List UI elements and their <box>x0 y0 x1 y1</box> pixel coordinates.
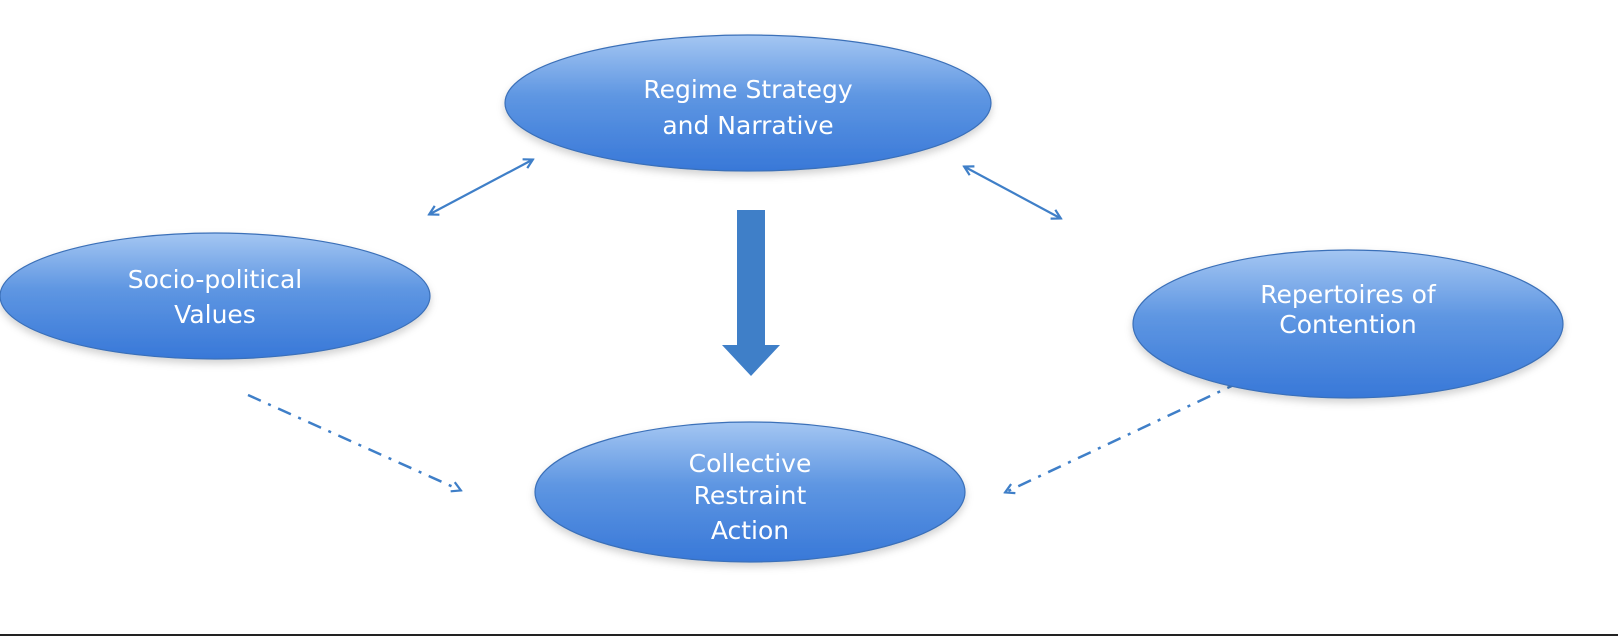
node-label: and Narrative <box>662 111 833 140</box>
thick-down-arrow <box>722 210 780 376</box>
node-repertoires-of-contention: Repertoires of Contention <box>1132 249 1564 399</box>
node-collective-restraint-action: Collective Restraint Action <box>534 421 966 563</box>
node-label: Repertoires of <box>1260 280 1437 309</box>
node-socio-political-values: Socio-political Values <box>0 232 431 360</box>
node-regime-strategy: Regime Strategy and Narrative <box>504 34 992 172</box>
node-label: Contention <box>1279 310 1417 339</box>
node-label: Collective <box>689 449 812 478</box>
node-label: Values <box>174 300 256 329</box>
double-arrow-regime-repertoires <box>965 167 1060 218</box>
node-label: Regime Strategy <box>643 75 852 104</box>
dashdot-arrow-values-collective <box>247 393 460 490</box>
node-label: Restraint <box>694 481 807 510</box>
bottom-border-line <box>0 634 1618 636</box>
dashdot-arrow-repertoires-collective <box>1006 380 1241 492</box>
node-label: Action <box>711 516 789 545</box>
node-label: Socio-political <box>128 265 302 294</box>
double-arrow-values-regime <box>430 160 532 214</box>
